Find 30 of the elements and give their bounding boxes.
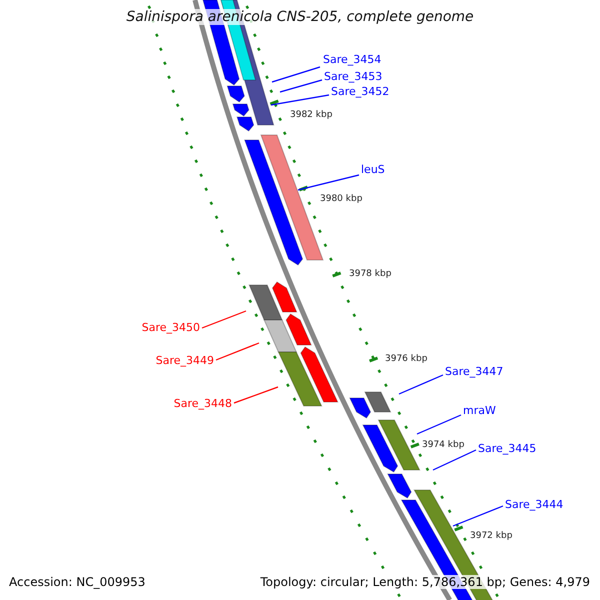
gene-label: Sare_3448 [174, 397, 232, 410]
gene-label: Sare_3447 [445, 365, 504, 378]
gene-label: Sare_3449 [156, 354, 214, 367]
leader-line [216, 342, 260, 361]
accession-text: Accession: NC_009953 [9, 575, 146, 589]
gene-label: mraW [463, 404, 496, 417]
leader-line [452, 505, 504, 527]
position-label: 3982 kbp [290, 110, 332, 120]
position-label: 3980 kbp [320, 194, 362, 204]
leader-line [280, 79, 322, 93]
position-label: 3978 kbp [349, 269, 392, 279]
position-label: 3976 kbp [385, 354, 428, 364]
gene-label: Sare_3454 [323, 53, 382, 66]
position-label: 3972 kbp [470, 531, 512, 541]
gene-label: Sare_3450 [142, 321, 200, 334]
genome-info-text: Topology: circular; Length: 5,786,361 bp; Genes: 4,979 [260, 575, 590, 589]
leader-line [432, 449, 476, 471]
position-label: 3974 kbp [422, 440, 464, 450]
leader-line [272, 66, 320, 83]
gene-label: Sare_3452 [331, 85, 390, 98]
leader-line [298, 174, 360, 191]
leader-line [416, 414, 462, 435]
leader-line [398, 374, 444, 395]
gene-label: Sare_3444 [505, 498, 564, 511]
gene-label: Sare_3445 [478, 442, 536, 455]
gene-label: Sare_3453 [324, 70, 382, 83]
leader-line [270, 94, 330, 106]
leader-line [234, 386, 278, 404]
gene-label: leuS [361, 163, 385, 176]
leader-line [202, 310, 246, 329]
